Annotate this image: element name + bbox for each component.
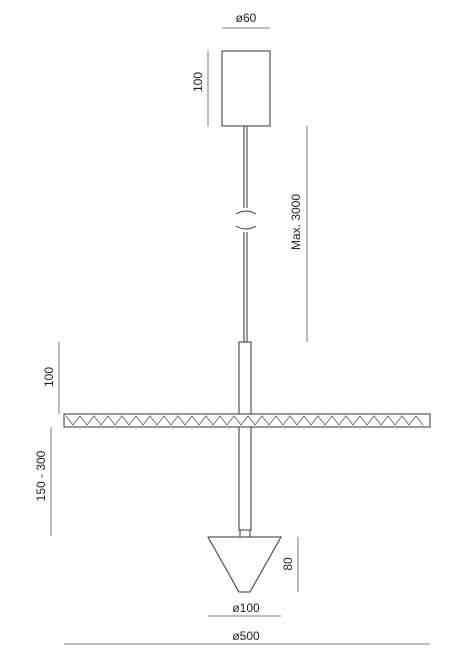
canopy-diameter-label: ø60 (236, 11, 257, 25)
ceiling-canopy (221, 50, 271, 127)
cable-length-label: Max. 3000 (289, 194, 303, 250)
diffuser-disc (63, 413, 431, 428)
conical-shade (207, 536, 282, 593)
upper-rod-height-label: 100 (42, 367, 56, 387)
upper-rod (238, 341, 252, 415)
shade-diameter-label: ø100 (232, 601, 260, 615)
cable-break-symbol (235, 210, 257, 230)
shade-height-label: 80 (281, 557, 295, 571)
lower-rod (238, 426, 252, 531)
disc-diameter-label: ø500 (232, 629, 260, 643)
canopy-height-label: 100 (191, 72, 205, 92)
rod-collar (239, 529, 251, 538)
lower-span-label: 150 - 300 (34, 450, 48, 501)
suspension-cable (243, 126, 248, 342)
